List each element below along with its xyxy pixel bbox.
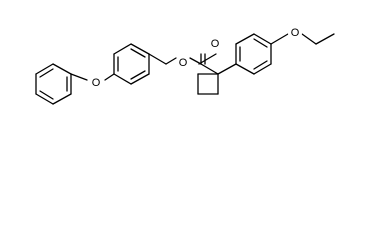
- bond: [35, 93, 54, 105]
- bond: [235, 63, 255, 75]
- double-bond-inner: [39, 68, 54, 78]
- atom-label: O: [211, 38, 220, 50]
- bond: [253, 63, 272, 75]
- bond: [130, 43, 150, 55]
- bond: [189, 57, 202, 65]
- bond: [104, 73, 115, 81]
- atom-label-ether-o-left: O: [89, 76, 103, 90]
- bond: [315, 33, 335, 45]
- carbonyl-bond: [198, 53, 217, 65]
- double-bond-inner: [253, 60, 268, 70]
- atom-label-carbonyl-o: O: [208, 37, 222, 51]
- bond: [113, 73, 132, 85]
- bond: [200, 63, 219, 75]
- atom-label: O: [291, 27, 300, 39]
- phenoxy-ring: [35, 63, 72, 105]
- bond: [217, 63, 237, 75]
- atom-label: O: [179, 57, 188, 69]
- bond: [235, 33, 255, 45]
- bond: [165, 57, 177, 65]
- double-bond-inner: [130, 48, 146, 58]
- bond: [52, 93, 72, 105]
- bond: [301, 33, 317, 45]
- structure-canvas: O O O O: [35, 26, 335, 105]
- bond: [113, 43, 132, 55]
- bond: [270, 33, 289, 45]
- atom-label-ethoxy-o: O: [288, 26, 302, 40]
- double-bond-inner: [130, 70, 146, 80]
- molecule-drawing: O O O O: [35, 26, 335, 105]
- benzyl-ring: [113, 43, 150, 85]
- bond: [148, 53, 167, 65]
- ethoxyphenyl-ring: [235, 33, 272, 75]
- bond: [52, 63, 72, 75]
- atom-label-ester-o: O: [176, 56, 190, 70]
- bond: [253, 33, 272, 45]
- bond: [70, 73, 88, 81]
- cyclobutane-ring: [197, 73, 219, 95]
- bond: [35, 63, 54, 75]
- bond: [130, 73, 150, 85]
- double-bond-inner: [39, 90, 54, 100]
- atom-label: O: [92, 77, 101, 89]
- double-bond-inner: [253, 38, 268, 48]
